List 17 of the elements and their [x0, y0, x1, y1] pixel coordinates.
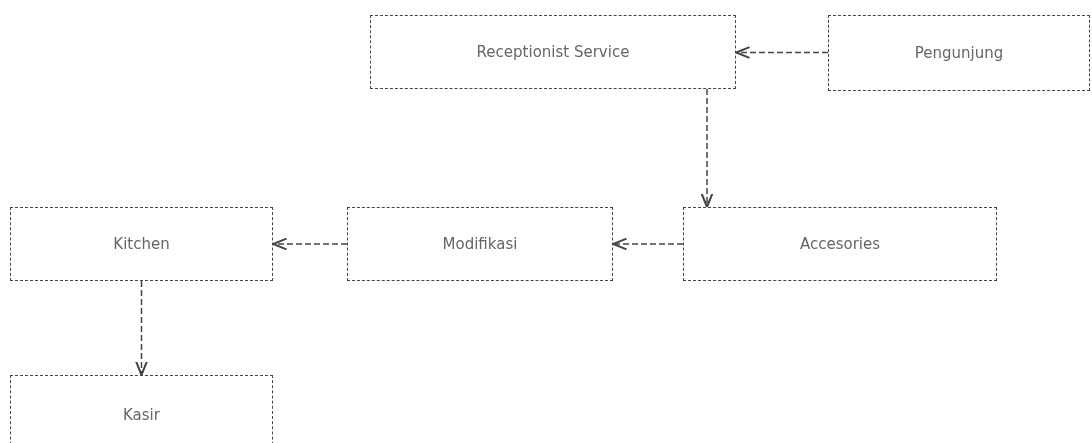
- box-label: Receptionist Service: [476, 43, 630, 61]
- process-box: [828, 15, 1090, 91]
- box-label: Pengunjung: [914, 44, 1004, 62]
- arrow: [612, 237, 684, 251]
- box-label: Kitchen: [113, 235, 170, 253]
- process-box: [347, 207, 613, 281]
- box-label: Kasir: [123, 406, 160, 424]
- arrow: [700, 88, 714, 208]
- arrow: [735, 46, 829, 59]
- arrow: [135, 280, 148, 376]
- process-box: [10, 375, 273, 443]
- process-box: [683, 207, 997, 281]
- box-label: Accesories: [799, 235, 881, 253]
- arrow: [272, 237, 348, 251]
- process-box: [370, 15, 736, 89]
- process-box: [10, 207, 273, 281]
- box-label: Modifikasi: [442, 235, 518, 253]
